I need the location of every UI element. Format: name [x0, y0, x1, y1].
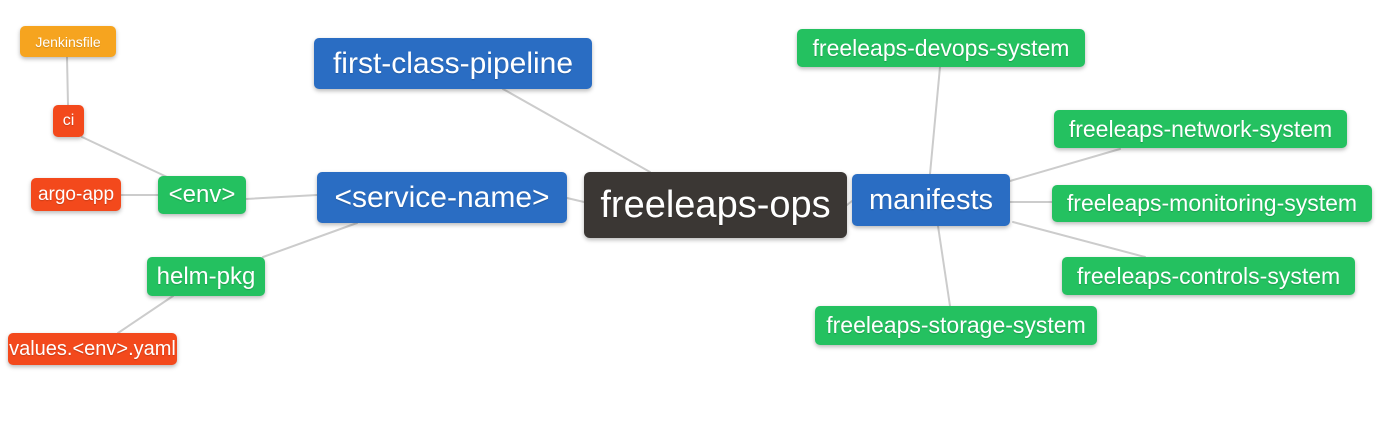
node-first-class-pipeline[interactable]: first-class-pipeline [314, 38, 592, 89]
node-label: freeleaps-devops-system [812, 34, 1070, 61]
edge-jenkinsfile-ci [66, 56, 69, 106]
node-argo-app[interactable]: argo-app [31, 178, 121, 211]
node-label: Jenkinsfile [35, 33, 101, 50]
node-label: freeleaps-monitoring-system [1066, 190, 1358, 216]
node-helm-pkg[interactable]: helm-pkg [147, 257, 265, 296]
node-freeleaps-devops-system[interactable]: freeleaps-devops-system [797, 29, 1085, 67]
node-label: <service-name> [334, 180, 550, 214]
node-label: helm-pkg [156, 262, 256, 290]
edge-ci-env [81, 136, 168, 178]
node-label: manifests [868, 183, 994, 216]
node-label: freeleaps-storage-system [826, 312, 1086, 338]
node-freeleaps-controls-system[interactable]: freeleaps-controls-system [1062, 257, 1355, 295]
edge-service-name-helm-pkg [262, 222, 358, 258]
node-ci[interactable]: ci [53, 105, 84, 137]
node-freeleaps-monitoring-system[interactable]: freeleaps-monitoring-system [1052, 185, 1372, 222]
node-freeleaps-storage-system[interactable]: freeleaps-storage-system [815, 306, 1097, 345]
edge-manifests-freeleaps-devops-system [929, 66, 941, 175]
edge-manifests-freeleaps-network-system [1009, 148, 1121, 182]
node-freeleaps-ops[interactable]: freeleaps-ops [584, 172, 847, 238]
edge-freeleaps-ops-manifests [846, 200, 853, 206]
edge-manifests-freeleaps-controls-system [1012, 221, 1146, 258]
node-label: freeleaps-network-system [1068, 115, 1333, 142]
edge-service-name-freeleaps-ops [566, 197, 585, 203]
node-label: values.<env>.yaml [9, 338, 176, 360]
node-label: freeleaps-controls-system [1076, 262, 1341, 289]
node-freeleaps-network-system[interactable]: freeleaps-network-system [1054, 110, 1347, 148]
node-jenkinsfile[interactable]: Jenkinsfile [20, 26, 116, 57]
edge-env-service-name [245, 194, 318, 200]
node-label: <env> [168, 181, 236, 208]
node-label: first-class-pipeline [332, 46, 574, 80]
node-env[interactable]: <env> [158, 176, 246, 214]
node-label: ci [62, 112, 75, 129]
node-values-env-yaml[interactable]: values.<env>.yaml [8, 333, 177, 365]
edge-manifests-freeleaps-storage-system [937, 225, 951, 307]
edge-first-class-pipeline-freeleaps-ops [502, 88, 651, 173]
node-label: freeleaps-ops [600, 184, 831, 226]
node-manifests[interactable]: manifests [852, 174, 1010, 226]
node-label: argo-app [37, 184, 115, 205]
node-service-name[interactable]: <service-name> [317, 172, 567, 223]
edge-values-env-yaml-helm-pkg [117, 295, 174, 334]
